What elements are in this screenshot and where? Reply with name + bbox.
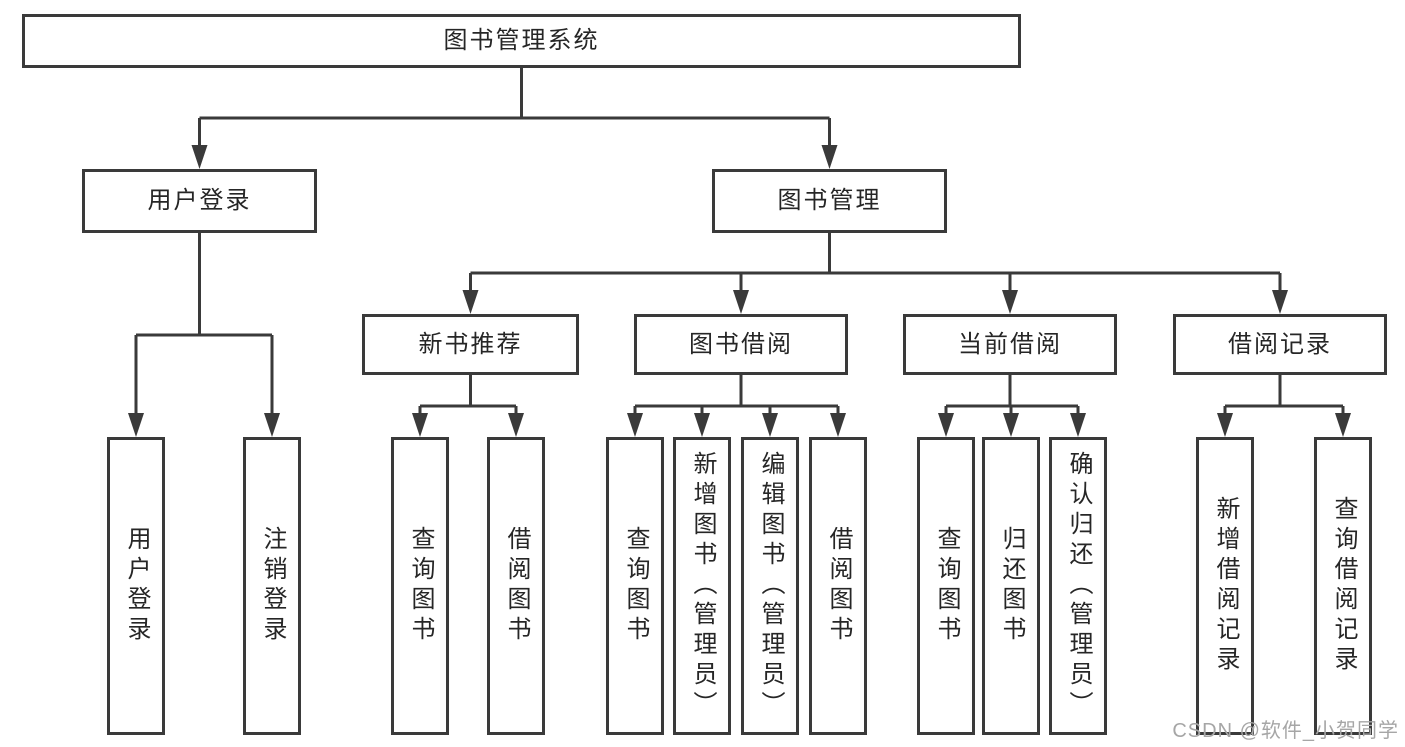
node-label: 图书借阅 bbox=[689, 330, 793, 358]
node-current-borrowing: 当前借阅 bbox=[903, 314, 1117, 375]
edge-borrow-records-to-leaves bbox=[1217, 375, 1351, 437]
arrowhead-current-borrow bbox=[1002, 290, 1018, 314]
node-label: 查询借阅记录 bbox=[1330, 496, 1357, 676]
leaf-edit-books-admin: 编辑图书（管理员） bbox=[741, 437, 799, 735]
leaf-query-books-borrow: 查询图书 bbox=[606, 437, 664, 735]
node-label: 查询图书 bbox=[933, 526, 960, 646]
node-book-management: 图书管理 bbox=[712, 169, 947, 233]
node-label: 借阅图书 bbox=[503, 526, 530, 646]
node-label: 新增图书（管理员） bbox=[689, 451, 716, 721]
leaf-logout: 注销登录 bbox=[243, 437, 301, 735]
node-label: 新书推荐 bbox=[418, 330, 523, 358]
leaf-add-borrow-record: 新增借阅记录 bbox=[1196, 437, 1254, 735]
leaf-add-books-admin: 新增图书（管理员） bbox=[673, 437, 731, 735]
node-new-book-recommendation: 新书推荐 bbox=[362, 314, 579, 375]
node-label: 用户登录 bbox=[123, 526, 150, 646]
node-label: 用户登录 bbox=[147, 187, 252, 214]
node-label: 查询图书 bbox=[407, 526, 434, 646]
leaf-return-books: 归还图书 bbox=[982, 437, 1040, 735]
edge-root-to-level1 bbox=[191, 68, 838, 169]
arrowhead-book-management bbox=[821, 145, 838, 169]
node-user-login: 用户登录 bbox=[82, 169, 317, 233]
csdn-watermark: CSDN @软件_小贺同学 bbox=[1172, 720, 1399, 742]
edge-current-borrow-to-leaves bbox=[938, 375, 1086, 437]
edge-user-login-to-leaves bbox=[128, 233, 280, 437]
leaf-confirm-return-admin: 确认归还（管理员） bbox=[1049, 437, 1107, 735]
edge-book-borrow-to-leaves bbox=[627, 375, 846, 437]
edge-new-book-rec-to-leaves bbox=[412, 375, 524, 437]
node-label: 编辑图书（管理员） bbox=[757, 451, 784, 721]
arrowhead-logout-leaf bbox=[264, 413, 280, 437]
node-book-borrowing: 图书借阅 bbox=[634, 314, 848, 375]
arrowhead-user-login bbox=[191, 145, 208, 169]
leaf-query-borrow-record: 查询借阅记录 bbox=[1314, 437, 1372, 735]
node-label: 借阅记录 bbox=[1228, 330, 1332, 358]
node-label: 归还图书 bbox=[998, 526, 1025, 646]
arrowhead-borrow-records bbox=[1272, 290, 1288, 314]
node-library-management-system: 图书管理系统 bbox=[22, 14, 1021, 68]
edge-book-management-to-level2 bbox=[462, 233, 1288, 314]
leaf-query-books-rec: 查询图书 bbox=[391, 437, 449, 735]
node-label: 图书管理 bbox=[777, 187, 882, 214]
leaf-user-login: 用户登录 bbox=[107, 437, 165, 735]
arrowhead-new-book-rec bbox=[462, 290, 479, 314]
node-label: 新增借阅记录 bbox=[1212, 496, 1239, 676]
node-label: 当前借阅 bbox=[958, 330, 1062, 358]
node-label: 查询图书 bbox=[622, 526, 649, 646]
node-label: 确认归还（管理员） bbox=[1065, 451, 1092, 721]
leaf-query-books-current: 查询图书 bbox=[917, 437, 975, 735]
arrowhead-login-leaf bbox=[128, 413, 144, 437]
arrowhead-book-borrow bbox=[733, 290, 749, 314]
leaf-borrow-books: 借阅图书 bbox=[809, 437, 867, 735]
node-label: 借阅图书 bbox=[825, 526, 852, 646]
node-label: 图书管理系统 bbox=[443, 27, 600, 54]
node-label: 注销登录 bbox=[259, 526, 286, 646]
node-borrowing-records: 借阅记录 bbox=[1173, 314, 1387, 375]
leaf-borrow-books-rec: 借阅图书 bbox=[487, 437, 545, 735]
